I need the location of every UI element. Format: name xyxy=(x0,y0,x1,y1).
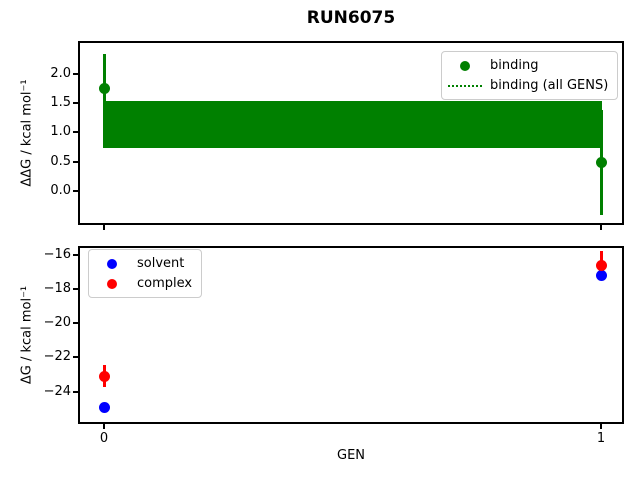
plot-title: RUN6075 xyxy=(306,8,396,28)
y-tick-label: 1.0 xyxy=(50,124,71,140)
legend: binding binding (all GENS) xyxy=(441,51,619,100)
plot-frame xyxy=(78,246,624,424)
plot-frame xyxy=(78,41,624,225)
legend-entry-solvent: solvent xyxy=(94,255,192,272)
dot-icon xyxy=(107,278,117,289)
y-tick-mark xyxy=(73,356,78,359)
y-tick-label: −16 xyxy=(43,246,71,262)
x-axis-label: GEN xyxy=(336,448,366,463)
y-tick-label: 0.5 xyxy=(50,153,71,169)
x-tick-mark xyxy=(103,424,105,429)
data-point-solvent xyxy=(595,269,607,281)
x-tick-mark xyxy=(103,225,105,230)
x-tick-mark xyxy=(600,225,602,230)
uncertainty-band xyxy=(103,100,602,148)
dot-icon xyxy=(460,60,470,71)
legend-dot-icon xyxy=(447,60,483,71)
legend-dot-icon xyxy=(94,258,130,269)
legend-label: solvent xyxy=(137,256,185,271)
data-point-binding xyxy=(98,83,110,95)
y-tick-mark xyxy=(73,189,78,192)
legend-dot-icon xyxy=(94,278,130,289)
data-point-complex xyxy=(98,370,110,382)
y-tick-mark xyxy=(73,72,78,75)
dot-icon xyxy=(107,258,117,269)
y-tick-mark xyxy=(73,131,78,134)
y-tick-mark xyxy=(73,390,78,393)
y-axis-label: ΔG / kcal mol⁻¹ xyxy=(19,285,35,385)
y-tick-mark xyxy=(73,102,78,105)
data-point-solvent xyxy=(98,402,110,414)
x-tick-mark xyxy=(600,424,602,429)
y-tick-mark xyxy=(73,253,78,256)
y-tick-mark xyxy=(73,322,78,325)
y-tick-label: 1.5 xyxy=(50,95,71,111)
y-axis-label: ΔΔG / kcal mol⁻¹ xyxy=(19,79,35,187)
data-point-complex xyxy=(595,259,607,271)
x-tick-label: 1 xyxy=(596,431,606,446)
data-point-binding xyxy=(595,157,607,169)
legend: solvent complex xyxy=(88,249,203,298)
y-tick-mark xyxy=(73,160,78,163)
legend-dotted-line-icon xyxy=(447,84,483,87)
y-tick-label: −18 xyxy=(43,281,71,297)
y-tick-label: −20 xyxy=(43,315,71,331)
legend-label: binding (all GENS) xyxy=(490,78,609,93)
y-tick-label: 0.0 xyxy=(50,182,71,198)
legend-label: binding xyxy=(490,58,539,73)
legend-entry-complex: complex xyxy=(94,275,192,292)
legend-entry-binding: binding xyxy=(447,57,608,74)
legend-entry-binding (all GENS): binding (all GENS) xyxy=(447,77,608,94)
x-tick-label: 0 xyxy=(99,431,109,446)
y-tick-label: −24 xyxy=(43,383,71,399)
y-tick-label: 2.0 xyxy=(50,65,71,81)
y-tick-label: −22 xyxy=(43,349,71,365)
dotted-line-icon xyxy=(448,84,482,87)
legend-label: complex xyxy=(137,276,193,291)
y-tick-mark xyxy=(73,288,78,291)
